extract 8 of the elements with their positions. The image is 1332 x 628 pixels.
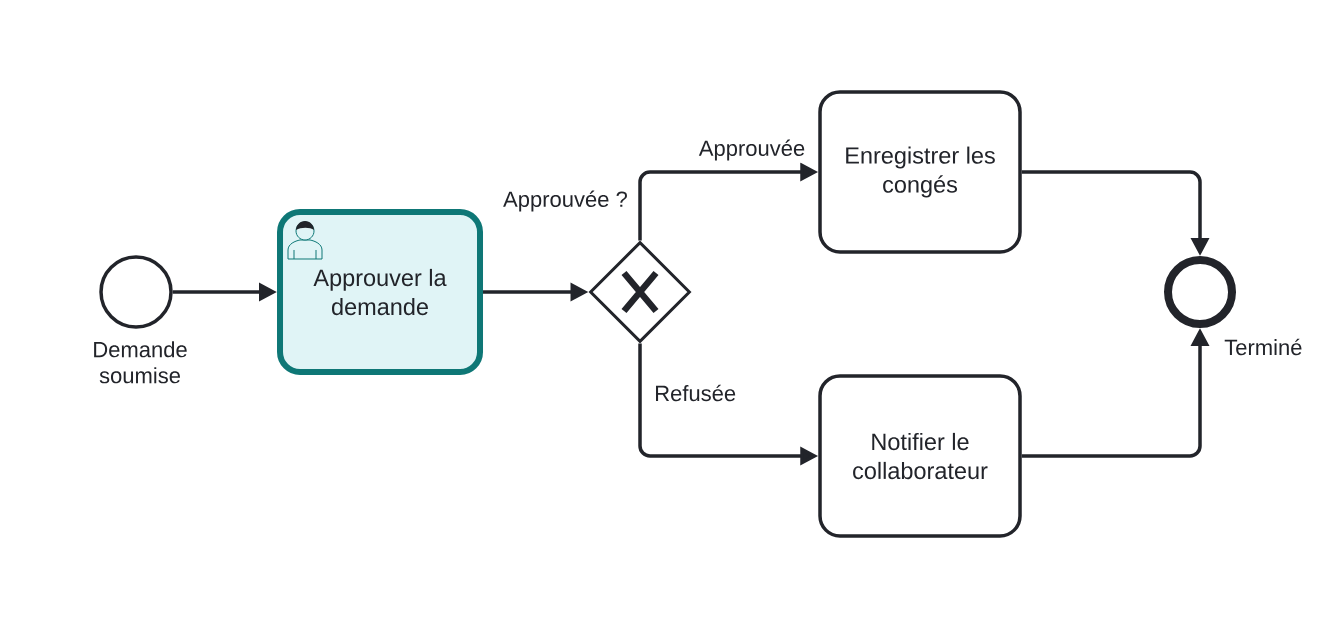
gateway-label: Approuvée ? bbox=[503, 190, 627, 212]
task-box: Notifier le collaborateur bbox=[818, 374, 1022, 538]
event-label: Demande soumise bbox=[94, 341, 187, 384]
event-label: Terminé bbox=[1224, 338, 1302, 356]
task-box: Enregistrer les congés bbox=[818, 90, 1022, 254]
edge-label: Approuvée bbox=[696, 137, 808, 163]
user-task-box: Approuver la demande bbox=[277, 209, 483, 375]
edge-label: Refusée bbox=[652, 382, 739, 404]
